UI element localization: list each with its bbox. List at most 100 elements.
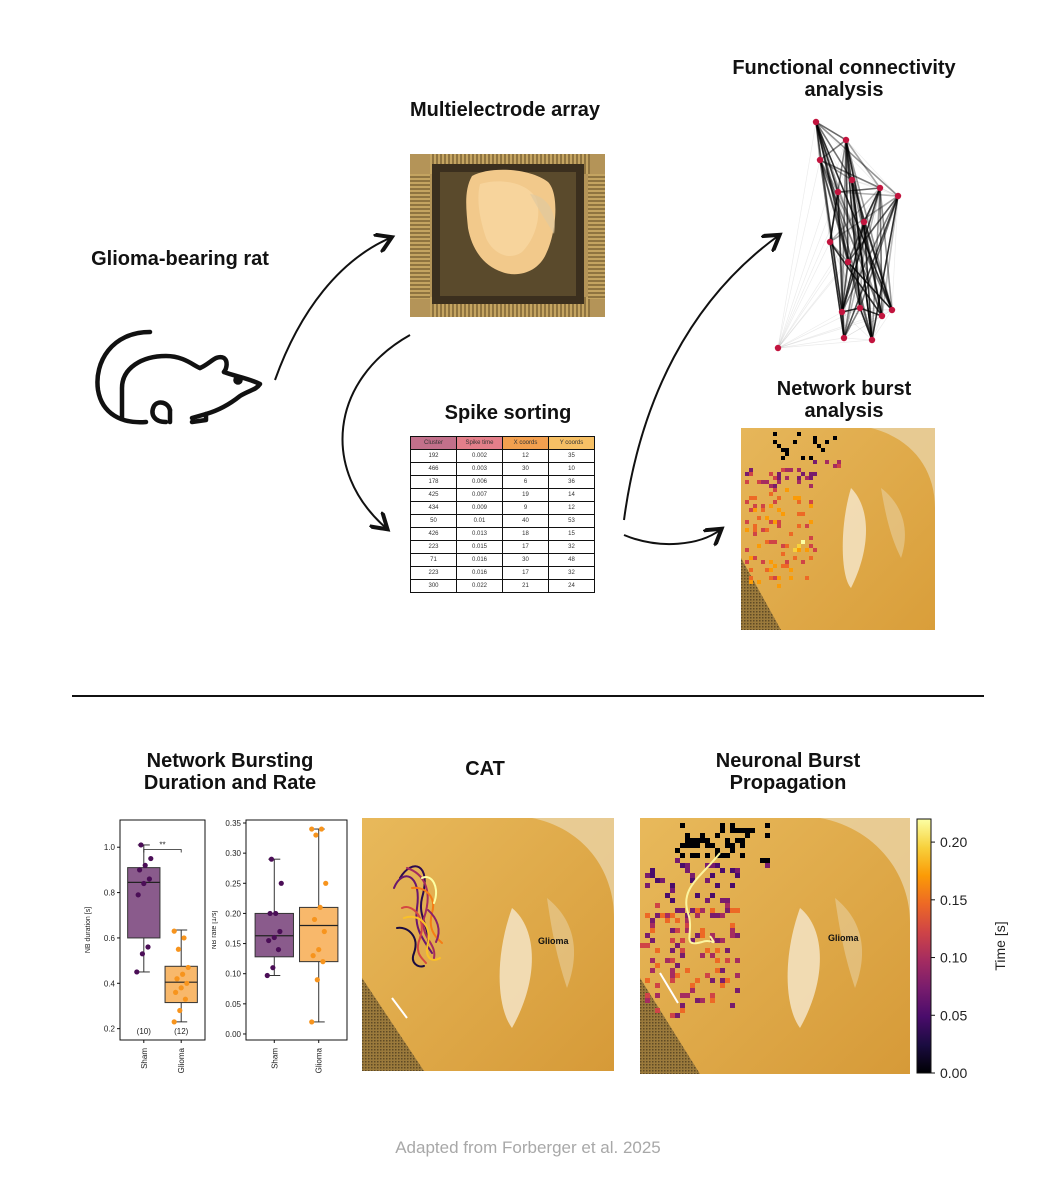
table-cell: 30	[502, 462, 549, 476]
table-cell: 15	[548, 527, 595, 541]
mea-photo	[410, 154, 605, 317]
table-cell: 9	[502, 501, 549, 515]
data-point	[178, 985, 184, 991]
data-point	[145, 944, 151, 950]
data-point	[146, 876, 152, 882]
table-cell: 178	[410, 475, 457, 489]
data-point	[171, 928, 177, 934]
data-point	[277, 928, 283, 935]
table-cell: 35	[548, 449, 595, 463]
table-cell: 12	[502, 449, 549, 463]
x-tick-label: Sham	[270, 1048, 279, 1069]
table-cell: 36	[548, 475, 595, 489]
graph-node	[838, 308, 846, 316]
y-tick-label: 0.30	[225, 849, 241, 858]
table-cell: 12	[548, 501, 595, 515]
y-tick-label: 0.10	[225, 970, 241, 979]
data-point	[309, 1019, 315, 1025]
propagation-image: Glioma	[640, 818, 910, 1074]
data-point	[323, 880, 329, 886]
graph-node	[856, 304, 864, 312]
table-cell: 0.002	[456, 449, 503, 463]
workflow-arrows	[274, 0, 1056, 700]
table-cell: 21	[502, 579, 549, 593]
table-cell: 223	[410, 566, 457, 580]
y-tick-label: 1.0	[104, 843, 116, 852]
title-spike: Spike sorting	[444, 402, 572, 424]
y-tick-label: 0.4	[104, 979, 116, 988]
data-point	[185, 964, 191, 971]
data-point	[135, 892, 141, 898]
x-tick-label: Glioma	[177, 1047, 186, 1073]
table-cell: 32	[548, 566, 595, 580]
table-cell: 10	[548, 462, 595, 476]
y-tick-label: 0.00	[225, 1030, 241, 1039]
box-sham	[127, 867, 161, 939]
nb-duration-boxplot: 0.20.40.60.81.0NB duration [s]Sham(10)Gl…	[85, 819, 206, 1073]
graph-node	[878, 312, 886, 320]
cat-glioma-label: Glioma	[538, 936, 570, 946]
spike-table-header: X coords	[502, 436, 549, 450]
prop-glioma-label: Glioma	[828, 933, 860, 943]
table-cell: 50	[410, 514, 457, 528]
table-cell: 0.022	[456, 579, 503, 593]
data-point	[174, 976, 180, 982]
data-point	[311, 916, 318, 923]
table-cell: 0.016	[456, 566, 503, 580]
sample-count: (10)	[137, 1027, 152, 1036]
data-point	[278, 880, 284, 886]
arrow-mea-to-spike	[341, 334, 411, 528]
graph-node	[816, 156, 824, 164]
graph-node	[868, 336, 876, 344]
arrow-rat-to-mea	[274, 238, 390, 381]
spike-table-header: Cluster	[410, 436, 457, 450]
table-cell: 0.006	[456, 475, 503, 489]
data-point	[266, 937, 272, 944]
table-cell: 53	[548, 514, 595, 528]
table-cell: 40	[502, 514, 549, 528]
data-point	[173, 989, 179, 995]
table-cell: 434	[410, 501, 457, 515]
title-nb: Network burst analysis	[776, 378, 912, 422]
title-prop: Neuronal Burst Propagation	[715, 750, 861, 794]
credit-text: Adapted from Forberger et al. 2025	[395, 1138, 661, 1157]
data-point	[175, 946, 181, 952]
data-point	[320, 959, 326, 965]
table-cell: 30	[502, 553, 549, 567]
data-point	[273, 910, 279, 917]
y-axis-label: NB duration [s]	[85, 907, 92, 953]
graph-node	[842, 136, 850, 144]
data-point	[317, 904, 323, 910]
y-tick-label: 0.2	[104, 1025, 116, 1034]
data-point	[181, 935, 187, 941]
table-cell: 19	[502, 488, 549, 502]
table-cell: 0.007	[456, 488, 503, 502]
box-glioma	[299, 906, 339, 963]
table-cell: 425	[410, 488, 457, 502]
data-point	[171, 1019, 177, 1025]
table-cell: 223	[410, 540, 457, 554]
data-point	[316, 946, 322, 953]
table-cell: 0.003	[456, 462, 503, 476]
table-cell: 17	[502, 540, 549, 554]
box-glioma	[164, 965, 198, 1004]
connectivity-graph	[774, 118, 902, 352]
graph-node	[840, 334, 848, 342]
rat-icon	[95, 329, 263, 425]
data-point	[275, 946, 282, 953]
data-point	[142, 862, 148, 868]
title-rat: Glioma-bearing rat	[91, 248, 269, 270]
table-cell: 17	[502, 566, 549, 580]
graph-node	[834, 188, 842, 196]
colorbar-tick-label: 0.20	[940, 834, 967, 850]
y-tick-label: 0.15	[225, 940, 241, 949]
data-point	[141, 880, 147, 887]
